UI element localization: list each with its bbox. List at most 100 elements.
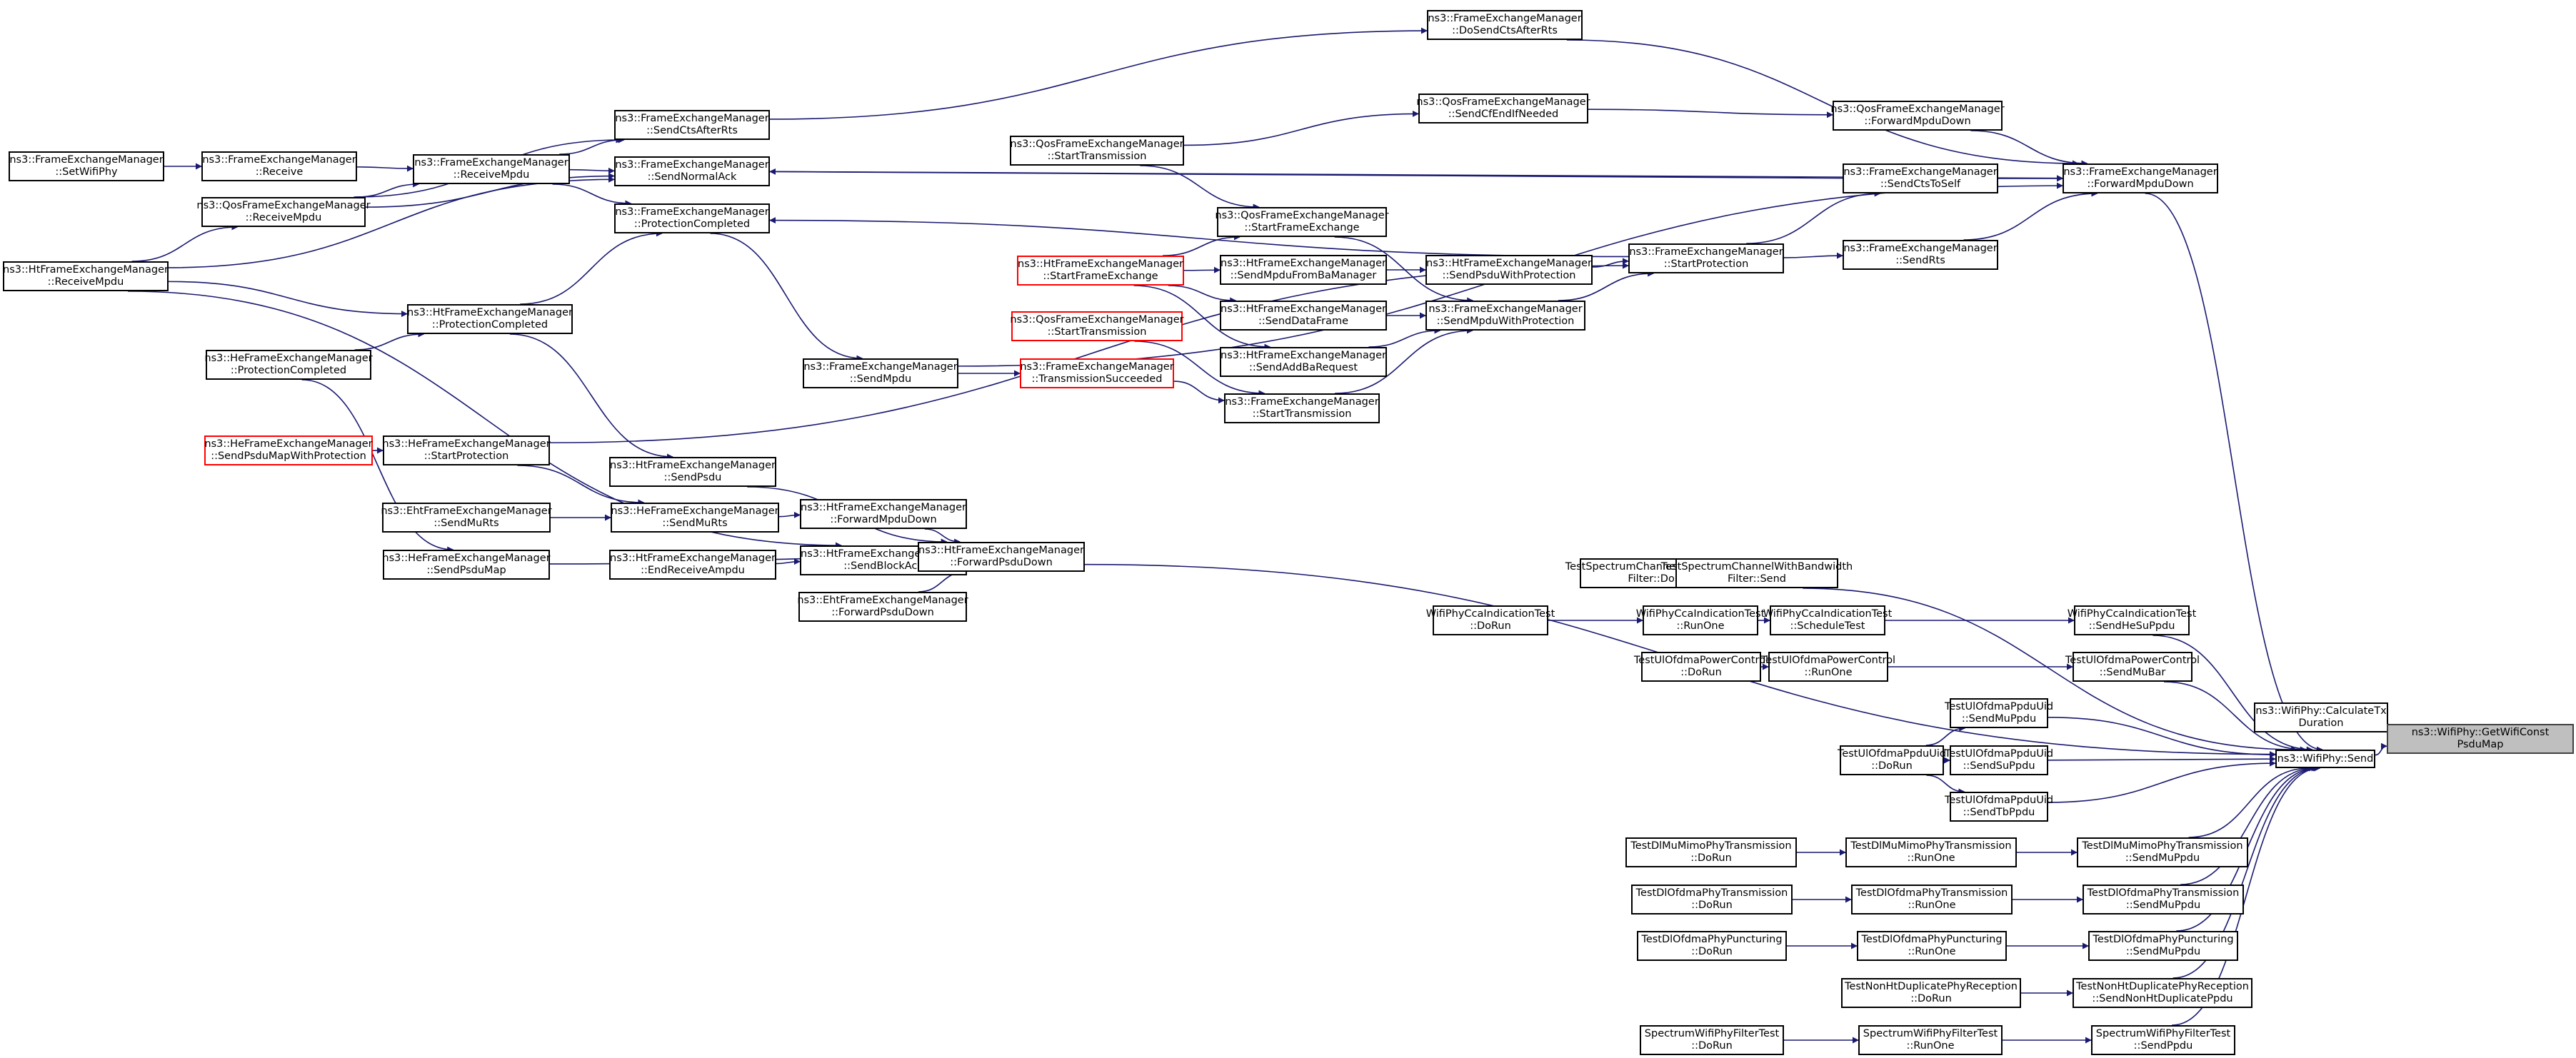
- graph-node-fem-sendctstoself[interactable]: ns3::FrameExchangeManager::SendCtsToSelf: [1843, 163, 1998, 193]
- call-edge-ht-receivempdu-to-ht-protectioncompleted: [168, 281, 408, 318]
- graph-node-fem-transmissionsucceeded[interactable]: ns3::FrameExchangeManager::TransmissionS…: [1020, 358, 1174, 388]
- graph-node-ht-endreceiveampdu[interactable]: ns3::HtFrameExchangeManager::EndReceiveA…: [609, 550, 776, 580]
- graph-node-fem-receivempdu[interactable]: ns3::FrameExchangeManager::ReceiveMpdu: [413, 154, 570, 184]
- graph-node-fem-sendmpduwithprotection[interactable]: ns3::FrameExchangeManager::SendMpduWithP…: [1425, 301, 1585, 331]
- node-label-line1: TestDlMuMimoPhyTransmission: [2082, 840, 2243, 852]
- graph-node-swpft-runone[interactable]: SpectrumWifiPhyFilterTest::RunOne: [1858, 1025, 2003, 1055]
- node-label-line2: ::SendMuPpdu: [2125, 900, 2201, 911]
- node-label-line1: ns3::QosFrameExchangeManager: [1830, 104, 2005, 115]
- graph-node-fem-startprotection[interactable]: ns3::FrameExchangeManager::StartProtecti…: [1628, 243, 1784, 273]
- call-edge-ht-startframeexchange-to-ht-senddataframe: [1168, 285, 1237, 304]
- call-edge-fem-dosendctsafterrts-to-fem-forwardmpdudown: [1566, 39, 2079, 167]
- graph-node-ulpu-sendsuppdu[interactable]: TestUlOfdmaPpduUid::SendSuPpdu: [1945, 745, 2053, 775]
- graph-node-ulpc-runone[interactable]: TestUlOfdmaPowerControl::RunOne: [1761, 652, 1895, 682]
- node-label-line2: ::ForwardPsduDown: [831, 607, 934, 618]
- graph-node-ht-receivempdu[interactable]: ns3::HtFrameExchangeManager::ReceiveMpdu: [3, 261, 169, 291]
- graph-node-fem-setwifiphy[interactable]: ns3::FrameExchangeManager::SetWifiPhy: [9, 151, 164, 181]
- graph-node-dlmimo-runone[interactable]: TestDlMuMimoPhyTransmission::RunOne: [1845, 837, 2017, 867]
- graph-node-ht-startframeexchange[interactable]: ns3::HtFrameExchangeManager::StartFrameE…: [1017, 256, 1184, 286]
- graph-node-cca-runone[interactable]: WifiPhyCcaIndicationTest::RunOne: [1636, 605, 1765, 635]
- node-label-line2: ::SendSuPpdu: [1963, 760, 2035, 772]
- graph-node-ht-sendpsdu[interactable]: ns3::HtFrameExchangeManager::SendPsdu: [609, 457, 776, 487]
- graph-node-dlofdma-dorun[interactable]: TestDlOfdmaPhyTransmission::DoRun: [1631, 885, 1793, 915]
- graph-node-cca-dorun[interactable]: WifiPhyCcaIndicationTest::DoRun: [1426, 605, 1555, 635]
- graph-node-he-sendpsdumap[interactable]: ns3::HeFrameExchangeManager::SendPsduMap: [382, 550, 551, 580]
- graph-node-qos-startframeexchange[interactable]: ns3::QosFrameExchangeManager::StartFrame…: [1215, 207, 1389, 237]
- graph-node-fem-forwardmpdudown[interactable]: ns3::FrameExchangeManager::ForwardMpduDo…: [2063, 163, 2218, 193]
- graph-node-he-sendmurts[interactable]: ns3::HeFrameExchangeManager::SendMuRts: [611, 503, 779, 533]
- graph-node-ht-protectioncompleted[interactable]: ns3::HtFrameExchangeManager::ProtectionC…: [407, 304, 573, 334]
- graph-node-ulpu-sendtbppdu[interactable]: TestUlOfdmaPpduUid::SendTbPpdu: [1945, 792, 2053, 822]
- node-label-line1: TestDlOfdmaPhyTransmission: [1855, 887, 2008, 899]
- node-label-line1: ns3::HeFrameExchangeManager: [382, 553, 551, 564]
- node-label-line2: ::ReceiveMpdu: [47, 276, 124, 288]
- node-label-line2: ::StartFrameExchange: [1043, 271, 1158, 282]
- graph-node-ht-forwardpsdudown[interactable]: ns3::HtFrameExchangeManager::ForwardPsdu…: [918, 542, 1085, 572]
- node-label-line1: ns3::HtFrameExchangeManager: [1426, 258, 1592, 269]
- node-label-line1: ns3::WifiPhy::CalculateTx: [2255, 705, 2387, 717]
- graph-node-cca-scheduletest[interactable]: WifiPhyCcaIndicationTest::ScheduleTest: [1763, 605, 1892, 635]
- node-label-line1: ns3::FrameExchangeManager: [202, 154, 356, 166]
- graph-node-qos-sendcfendifneeded[interactable]: ns3::QosFrameExchangeManager::SendCfEndI…: [1416, 94, 1590, 124]
- node-label-line2: ::TransmissionSucceeded: [1031, 373, 1163, 385]
- node-label-line1: ns3::FrameExchangeManager: [615, 159, 769, 171]
- graph-node-he-sendpsdumapwithprotection[interactable]: ns3::HeFrameExchangeManager::SendPsduMap…: [204, 435, 373, 465]
- graph-node-fem-sendmpdu[interactable]: ns3::FrameExchangeManager::SendMpdu: [803, 358, 958, 388]
- graph-node-dlpunct-runone[interactable]: TestDlOfdmaPhyPuncturing::RunOne: [1857, 931, 2007, 961]
- graph-node-ulpu-sendmuppdu[interactable]: TestUlOfdmaPpduUid::SendMuPpdu: [1945, 698, 2053, 728]
- graph-node-dlpunct-sendmuppdu[interactable]: TestDlOfdmaPhyPuncturing::SendMuPpdu: [2088, 931, 2238, 961]
- node-label-line2: Duration: [2298, 717, 2344, 729]
- graph-node-nonht-sendppdu[interactable]: TestNonHtDuplicatePhyReception::SendNonH…: [2073, 978, 2252, 1008]
- graph-node-ulpu-dorun[interactable]: TestUlOfdmaPpduUid::DoRun: [1838, 745, 1946, 775]
- node-label-line2: ::SendPpdu: [2133, 1040, 2193, 1052]
- graph-node-dlmimo-dorun[interactable]: TestDlMuMimoPhyTransmission::DoRun: [1625, 837, 1797, 867]
- call-edge-ulpu-dorun-to-ulpu-sendmuppdu: [1925, 725, 1966, 746]
- graph-node-dlpunct-dorun[interactable]: TestDlOfdmaPhyPuncturing::DoRun: [1637, 931, 1787, 961]
- graph-node-nonht-dorun[interactable]: TestNonHtDuplicatePhyReception::DoRun: [1841, 978, 2021, 1008]
- graph-node-ht-senddataframe[interactable]: ns3::HtFrameExchangeManager::SendDataFra…: [1220, 301, 1387, 331]
- node-label-line1: WifiPhyCcaIndicationTest: [2067, 608, 2197, 620]
- graph-node-ulpc-sendmubar[interactable]: TestUlOfdmaPowerControl::SendMuBar: [2065, 652, 2200, 682]
- graph-node-cca-sendhesuppdu[interactable]: WifiPhyCcaIndicationTest::SendHeSuPpdu: [2068, 605, 2196, 635]
- graph-node-fem-dosendctsafterrts[interactable]: ns3::FrameExchangeManager::DoSendCtsAfte…: [1427, 10, 1583, 40]
- node-label-line1: ns3::HtFrameExchangeManager: [1018, 258, 1183, 270]
- graph-node-he-protectioncompleted[interactable]: ns3::HeFrameExchangeManager::ProtectionC…: [204, 350, 373, 380]
- graph-node-he-startprotection[interactable]: ns3::HeFrameExchangeManager::StartProtec…: [382, 435, 551, 465]
- graph-node-fem-protectioncompleted[interactable]: ns3::FrameExchangeManager::ProtectionCom…: [614, 203, 770, 233]
- graph-node-qos-starttransmission-top[interactable]: ns3::QosFrameExchangeManager::StartTrans…: [1010, 136, 1184, 166]
- graph-node-ht-sendaddbarequest[interactable]: ns3::HtFrameExchangeManager::SendAddBaRe…: [1220, 347, 1387, 377]
- node-label-line1: SpectrumWifiPhyFilterTest: [1644, 1028, 1780, 1039]
- graph-node-dlmimo-sendmuppdu[interactable]: TestDlMuMimoPhyTransmission::SendMuPpdu: [2077, 837, 2248, 867]
- graph-node-swpft-sendppdu[interactable]: SpectrumWifiPhyFilterTest::SendPpdu: [2091, 1025, 2235, 1055]
- graph-node-dlofdma-sendmuppdu[interactable]: TestDlOfdmaPhyTransmission::SendMuPpdu: [2083, 885, 2244, 915]
- node-label-line2: ::ReceiveMpdu: [453, 169, 530, 181]
- graph-node-fem-sendnormalack[interactable]: ns3::FrameExchangeManager::SendNormalAck: [614, 156, 770, 186]
- call-edge-qos-startframeexchange-to-fem-sendmpduwithprotection: [1334, 236, 1474, 304]
- graph-node-fem-starttransmission[interactable]: ns3::FrameExchangeManager::StartTransmis…: [1224, 393, 1380, 423]
- graph-node-ulpc-dorun[interactable]: TestUlOfdmaPowerControl::DoRun: [1634, 652, 1768, 682]
- graph-node-qos-starttransmission-red[interactable]: ns3::QosFrameExchangeManager::StartTrans…: [1010, 311, 1184, 341]
- graph-node-ht-sendpsduwithprotection[interactable]: ns3::HtFrameExchangeManager::SendPsduWit…: [1425, 255, 1593, 285]
- node-label-line1: ns3::HtFrameExchangeManager: [1221, 303, 1386, 315]
- graph-node-wifiphy-send[interactable]: ns3::WifiPhy::Send: [2275, 750, 2375, 768]
- graph-node-ht-forwardmpdudown[interactable]: ns3::HtFrameExchangeManager::ForwardMpdu…: [800, 499, 967, 529]
- graph-node-eht-sendmurts[interactable]: ns3::EhtFrameExchangeManager::SendMuRts: [381, 503, 552, 533]
- graph-node-ht-sendmpdufrombamanager[interactable]: ns3::HtFrameExchangeManager::SendMpduFro…: [1220, 255, 1387, 285]
- graph-node-qos-forwardmpdudown[interactable]: ns3::QosFrameExchangeManager::ForwardMpd…: [1830, 101, 2005, 131]
- graph-node-swpft-dorun[interactable]: SpectrumWifiPhyFilterTest::DoRun: [1640, 1025, 1784, 1055]
- node-label-line2: ::SendCtsAfterRts: [646, 125, 738, 136]
- node-label-line2: ::DoRun: [1910, 993, 1952, 1004]
- node-label-line1: TestDlOfdmaPhyTransmission: [2087, 887, 2240, 899]
- graph-node-fem-receive[interactable]: ns3::FrameExchangeManager::Receive: [201, 151, 357, 181]
- node-label-line1: TestDlOfdmaPhyPuncturing: [1641, 934, 1783, 945]
- node-label-line2: ::SendCtsToSelf: [1880, 178, 1961, 190]
- graph-node-dlofdma-runone[interactable]: TestDlOfdmaPhyTransmission::RunOne: [1851, 885, 2013, 915]
- node-label-line1: ns3::EhtFrameExchangeManager: [381, 505, 552, 517]
- graph-node-fem-sendrts[interactable]: ns3::FrameExchangeManager::SendRts: [1843, 240, 1998, 270]
- graph-node-eht-forwardpsdudown[interactable]: ns3::EhtFrameExchangeManager::ForwardPsd…: [797, 592, 968, 622]
- graph-node-fem-sendctsafterrts[interactable]: ns3::FrameExchangeManager::SendCtsAfterR…: [614, 110, 770, 140]
- graph-node-qos-receivempdu[interactable]: ns3::QosFrameExchangeManager::ReceiveMpd…: [196, 197, 371, 227]
